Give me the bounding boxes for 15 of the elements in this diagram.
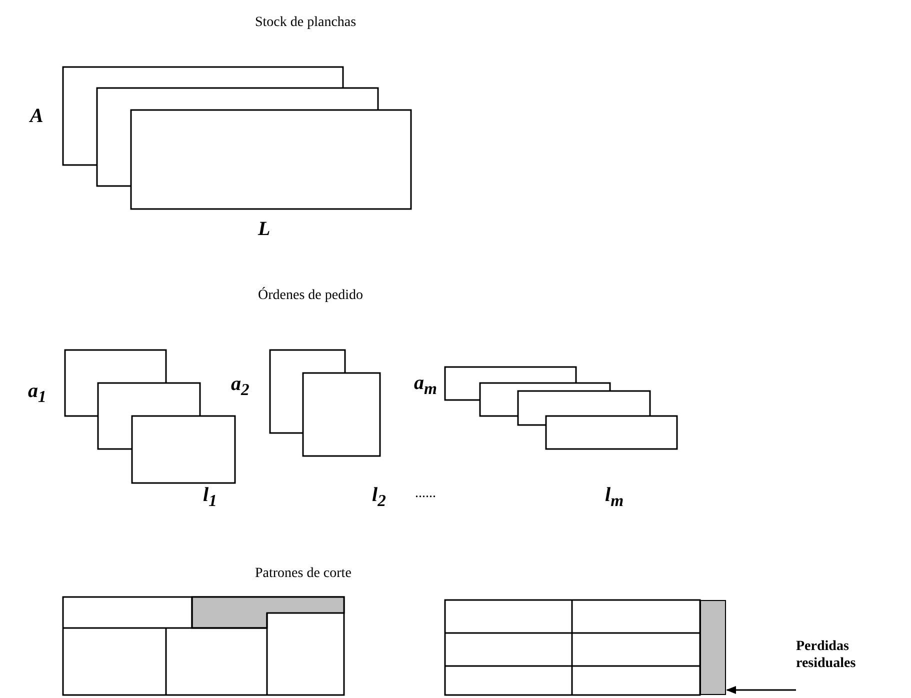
dimension-label: L bbox=[258, 218, 270, 241]
section-heading: Patrones de corte bbox=[255, 566, 352, 582]
callout-text: Perdidas residuales bbox=[796, 638, 874, 686]
dimension-label: a$_{1}$ bbox=[28, 380, 46, 407]
ellipsis-mark: ...... bbox=[415, 486, 436, 502]
dimension-label: a$_{2}$ bbox=[231, 373, 250, 400]
dimension-label: l$_{m}$ bbox=[605, 484, 624, 511]
dimension-label: A bbox=[30, 105, 44, 128]
dimension-label: l$_{2}$ bbox=[372, 484, 386, 511]
section-heading: Órdenes de pedido bbox=[258, 288, 363, 304]
dimension-label: l$_{1}$ bbox=[203, 484, 217, 511]
dimension-label: a$_{m}$ bbox=[414, 372, 437, 399]
leader-line bbox=[726, 686, 796, 694]
waste-strip bbox=[700, 600, 726, 695]
section-heading: Stock de planchas bbox=[255, 15, 356, 31]
